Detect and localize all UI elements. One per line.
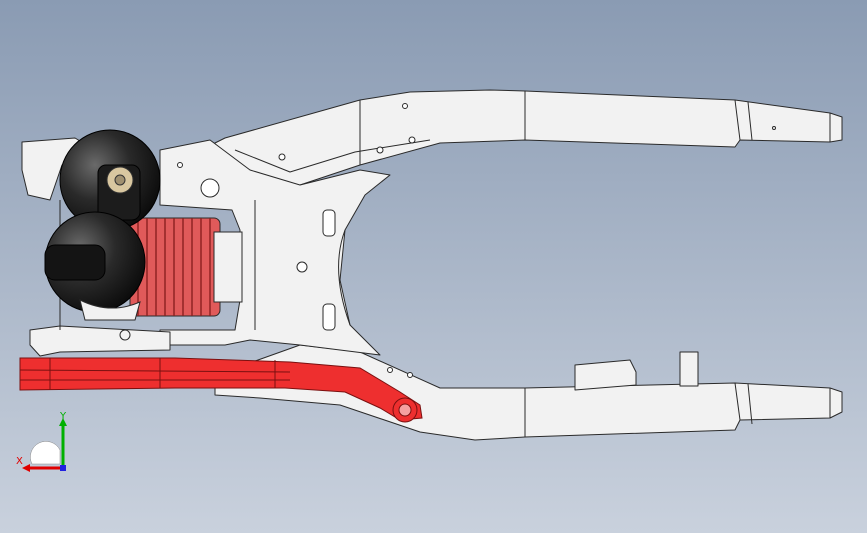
upper-arm-end-lines — [734, 99, 831, 142]
swingarm-upper-arm[interactable] — [204, 89, 843, 197]
x-axis-label: X — [16, 456, 23, 467]
shock-reservoir[interactable] — [44, 129, 161, 341]
y-axis-arrowhead — [59, 418, 67, 426]
x-axis-arrowhead — [22, 464, 30, 472]
damper-eyelet[interactable] — [44, 244, 106, 281]
damper-clevis — [79, 299, 141, 321]
upper-arm-crease — [234, 139, 431, 173]
brake-bracket[interactable] — [574, 359, 637, 391]
holes — [177, 103, 776, 378]
lower-arm-end-lines — [734, 382, 831, 425]
pivot-bracket-lower[interactable] — [29, 325, 171, 357]
z-axis-marker — [60, 465, 66, 471]
swingarm-lower-arm[interactable] — [214, 344, 843, 441]
bracket-tab[interactable] — [679, 351, 699, 387]
triad-plane — [30, 441, 61, 465]
coordinate-triad: X Y — [10, 410, 80, 480]
pivot-body-edges — [254, 200, 351, 330]
spring-seat — [213, 231, 243, 303]
chain-guard[interactable] — [19, 357, 423, 423]
triad-graphic — [22, 418, 67, 472]
shock-spring[interactable] — [129, 217, 243, 317]
y-axis-label: Y — [60, 411, 67, 422]
